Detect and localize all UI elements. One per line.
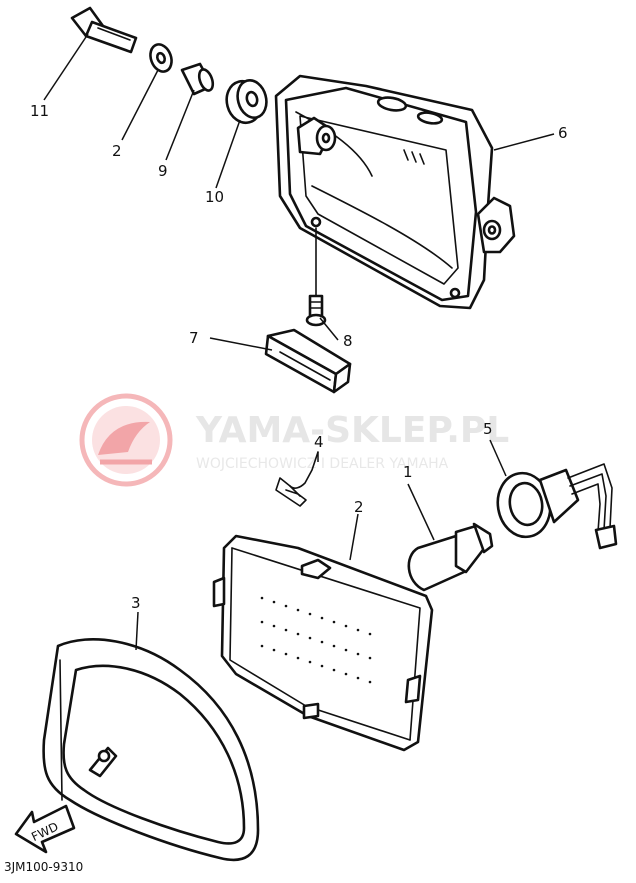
callout-4: 4 bbox=[314, 433, 324, 451]
part-9-collar bbox=[180, 62, 215, 96]
part-7-pad bbox=[264, 328, 352, 394]
callout-2-headlight: 2 bbox=[354, 498, 364, 516]
leader-lines bbox=[43, 33, 555, 651]
callout-6: 6 bbox=[558, 124, 568, 142]
part-3-rim bbox=[42, 638, 260, 862]
watermark-title: YAMA-SKLEP.PL bbox=[195, 410, 509, 451]
watermark-subtitle: WOJCIECHOWICZ I DEALER YAMAHA bbox=[196, 456, 449, 472]
part-1-bulb bbox=[407, 522, 494, 592]
callout-7: 7 bbox=[189, 329, 199, 347]
part-8-screw bbox=[305, 227, 327, 327]
part-2-washer bbox=[149, 43, 173, 73]
fwd-arrow: FWD bbox=[14, 804, 76, 854]
watermark: YAMA-SKLEP.PL WOJCIECHOWICZ I DEALER YAM… bbox=[79, 393, 509, 487]
callout-3: 3 bbox=[131, 594, 141, 612]
callout-9: 9 bbox=[158, 162, 168, 180]
part-5-socket bbox=[496, 463, 618, 550]
callout-11: 11 bbox=[30, 102, 49, 120]
callout-8: 8 bbox=[343, 332, 353, 350]
callout-1: 1 bbox=[403, 463, 413, 481]
part-4-spring bbox=[275, 451, 319, 507]
callout-2-washer: 2 bbox=[112, 142, 122, 160]
diagram-code: 3JM100-9310 bbox=[4, 860, 83, 874]
part-10-grommet bbox=[225, 78, 268, 125]
callout-5: 5 bbox=[483, 420, 493, 438]
part-2-headlight-unit bbox=[212, 534, 434, 752]
callout-10: 10 bbox=[205, 188, 224, 206]
callout-numbers: 11 2 9 10 6 8 7 4 5 1 2 3 bbox=[30, 102, 568, 612]
watermark-logo bbox=[79, 393, 173, 487]
part-6-housing bbox=[274, 74, 516, 310]
part-11-bolt bbox=[70, 6, 138, 54]
